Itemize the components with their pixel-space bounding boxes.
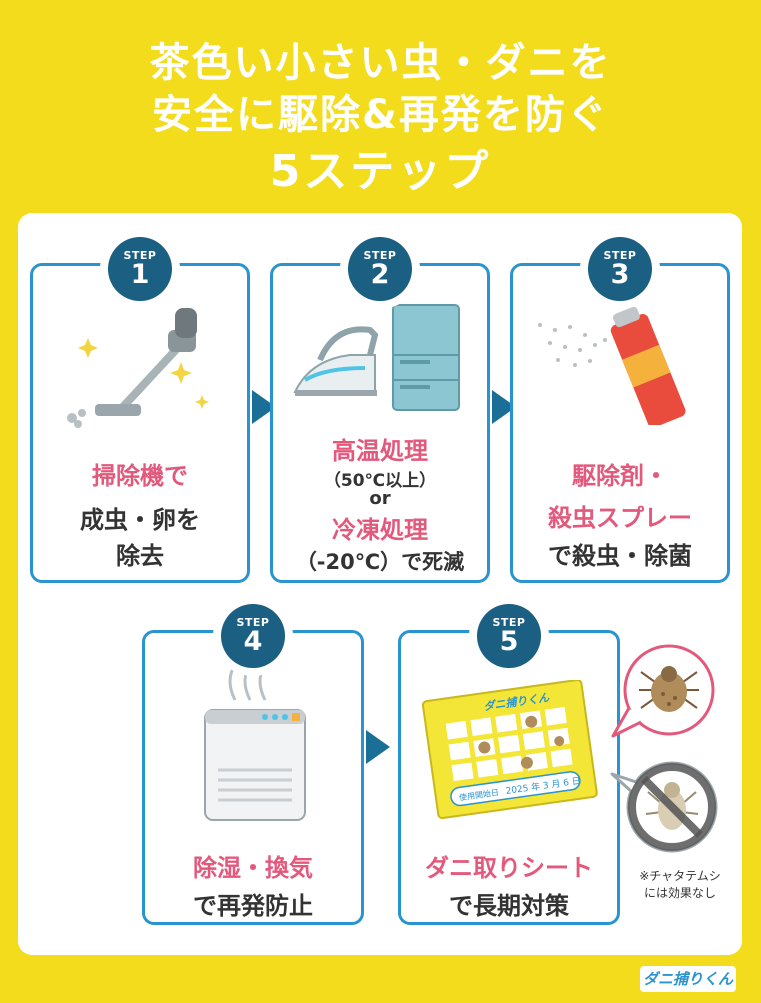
step-3-badge: STEP 3 bbox=[588, 237, 652, 301]
step-2-card: 高温処理 （50℃以上） or 冷凍処理 （-20℃）で死滅 bbox=[270, 263, 490, 583]
step-3-line-1: 駆除剤・ bbox=[572, 462, 668, 490]
iron-and-refrigerator-icon bbox=[293, 304, 460, 411]
step-2-line-4: 冷凍処理 bbox=[332, 516, 428, 544]
step-3-number: 3 bbox=[610, 259, 630, 290]
step-2-number: 2 bbox=[370, 259, 390, 290]
step-2-line-2: （50℃以上） bbox=[323, 471, 437, 491]
step-5-line-2: で長期対策 bbox=[449, 892, 569, 920]
brand-logo: ダニ捕りくん bbox=[640, 966, 736, 992]
step-3-line-3: で殺虫・除菌 bbox=[548, 542, 692, 570]
headline-line-3: 5ステップ bbox=[269, 146, 492, 197]
step-4-number: 4 bbox=[243, 626, 263, 657]
insecticide-spray-icon bbox=[538, 306, 686, 425]
vacuum-cleaner-icon bbox=[67, 308, 209, 428]
step-2-line-1: 高温処理 bbox=[332, 437, 428, 465]
mite-trap-sheet-icon: ダニ捕りくん 使用開始日 2025 年 3 月 6 日 bbox=[421, 680, 598, 820]
step-4-line-2: で再発防止 bbox=[193, 892, 313, 920]
step-2-line-5: （-20℃）で死滅 bbox=[295, 550, 465, 574]
step-1-line-2: 成虫・卵を bbox=[80, 506, 200, 534]
step-5-badge: STEP 5 bbox=[477, 604, 541, 668]
booklouse-note: ※チャタテムシ には効果なし bbox=[639, 869, 721, 900]
step-1-highlight: 掃除機で bbox=[92, 462, 188, 490]
step-1-badge: STEP 1 bbox=[108, 237, 172, 301]
step-3-line-2: 殺虫スプレー bbox=[548, 504, 692, 532]
step-1-card: 掃除機で 成虫・卵を 除去 bbox=[30, 263, 250, 583]
step-2-line-3: or bbox=[369, 488, 391, 509]
headline-line-2: 安全に駆除&再発を防ぐ bbox=[152, 92, 609, 138]
step-1-number: 1 bbox=[130, 259, 150, 290]
step-5-number: 5 bbox=[499, 626, 519, 657]
step-2-badge: STEP 2 bbox=[348, 237, 412, 301]
air-purifier-icon bbox=[204, 664, 306, 821]
step-4-line-1: 除湿・換気 bbox=[193, 854, 313, 882]
booklouse-no-effect-icon bbox=[610, 761, 718, 853]
step-5-line-1: ダニ取りシート bbox=[425, 854, 593, 882]
mite-speech-bubble-icon bbox=[611, 644, 715, 738]
step-1-line-3: 除去 bbox=[116, 542, 164, 570]
headline-line-1: 茶色い小さい虫・ダニを bbox=[149, 40, 612, 86]
arrow-4-to-5 bbox=[366, 730, 390, 764]
step-4-badge: STEP 4 bbox=[221, 604, 285, 668]
